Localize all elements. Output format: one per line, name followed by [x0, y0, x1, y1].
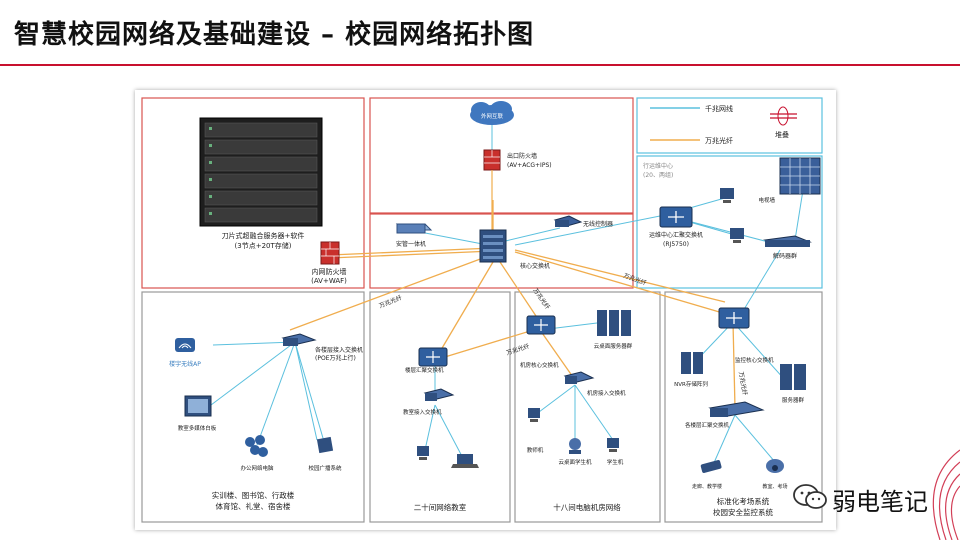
- zone-exam-label: 标准化考场系统: [717, 496, 770, 506]
- legend-fiber-label: 万兆光纤: [705, 136, 733, 145]
- classroom-agg-switch-icon: [418, 347, 448, 367]
- cloud-terminal-icon: [569, 438, 581, 454]
- lab-core-label: 机房核心交换机: [520, 361, 559, 369]
- lab-access-label: 机房接入交换机: [587, 389, 626, 397]
- monitor-access-label: 各楼层汇聚交换机: [685, 421, 730, 429]
- page-title: 智慧校园网络及基础建设 – 校园网络拓扑图: [14, 20, 535, 50]
- wechat-icon: [793, 484, 827, 509]
- ops-center-sublabel: (20、两组): [643, 171, 673, 179]
- office-pc-icon: [245, 435, 268, 457]
- inner-firewall-icon: [320, 241, 340, 265]
- teacher-pc-icon: [528, 408, 540, 422]
- watermark: 弱电笔记: [792, 478, 942, 518]
- legend-gigabit-label: 千兆网线: [705, 104, 733, 113]
- zone-buildings: [141, 291, 365, 523]
- outer-firewall-label: 出口防火墙: [507, 152, 537, 160]
- zone-lab-label: 十八间电脑机房网络: [553, 502, 621, 512]
- zone-exam: [664, 291, 823, 523]
- inner-firewall-label: 内网防火墙: [312, 267, 347, 276]
- office-pc-label: 办公网络电脑: [240, 464, 274, 472]
- server-group-label: 服务器群: [782, 396, 805, 404]
- auth-appliance-icon: [395, 223, 433, 234]
- zone-classroom-label: 二十间网络教室: [414, 502, 467, 512]
- ops-switch-label: 运维中心汇聚交换机: [649, 231, 703, 239]
- cloud-server-icon: [597, 310, 631, 336]
- blade-server-rack: [199, 117, 323, 227]
- student-pc-label: 学生机: [607, 458, 624, 466]
- server-group-icon: [780, 364, 806, 390]
- classroom-laptop-icon: [451, 454, 479, 468]
- wifi-ap-label: 楼宇无线AP: [169, 360, 201, 368]
- wireless-controller-icon: [553, 215, 583, 227]
- decoder-label: 解码器群: [773, 252, 797, 260]
- title-divider: [0, 64, 960, 66]
- cloud-server-label: 云桌面服务器群: [594, 342, 633, 350]
- classroom-access-label: 教室接入交换机: [403, 408, 442, 416]
- poe-switch-icon: [281, 333, 317, 346]
- lab-access-switch-icon: [563, 371, 595, 384]
- lab-core-switch-icon: [526, 315, 556, 335]
- wifi-ap-icon: [175, 338, 195, 352]
- legend-stack-label: 堆叠: [775, 130, 789, 139]
- fiber-tag-lab: 万兆光纤: [531, 287, 551, 311]
- internet-cloud-icon: [470, 101, 514, 125]
- inner-firewall-sublabel: (AV+WAF): [311, 277, 347, 285]
- teacher-pc-label: 教师机: [527, 446, 544, 454]
- zone-ops-center: [636, 155, 823, 289]
- auth-appliance-label: 安管一体机: [396, 240, 426, 248]
- monitor-access-switch-icon: [708, 401, 765, 417]
- fiber-links: [289, 200, 736, 409]
- multimedia-board-icon: [184, 395, 212, 417]
- zone-buildings-label: 实训楼、图书馆、行政楼: [212, 490, 295, 500]
- zone-internet-exit: [369, 97, 634, 214]
- ops-switch-icon: [659, 206, 693, 228]
- student-pc-icon: [607, 438, 619, 452]
- classroom-access-switch-icon: [423, 388, 455, 401]
- zone-buildings-label-2: 体育馆、礼堂、宿舍楼: [216, 501, 291, 511]
- dome-camera-label: 教室、考场: [762, 483, 787, 490]
- zone-classroom: [369, 291, 511, 523]
- blade-server-label: 刀片式超融合服务器+软件: [222, 231, 305, 240]
- video-wall-label: 电视墙: [758, 196, 775, 204]
- outer-firewall-icon: [483, 149, 501, 171]
- monitor-core-switch-icon: [718, 307, 750, 329]
- zone-core: [369, 213, 634, 289]
- monitor-core-label: 监控核心交换机: [735, 356, 774, 364]
- broadcast-icon: [316, 436, 334, 454]
- cloud-terminal-label: 云桌面学生机: [558, 458, 592, 466]
- zone-lab: [514, 291, 661, 523]
- wireless-controller-label: 无线控制器: [583, 220, 613, 228]
- blade-server-sublabel: (3节点+20T存储): [235, 241, 292, 250]
- video-wall-icon: [779, 157, 821, 195]
- legend-stack-icon: [770, 106, 797, 126]
- internet-label: 外网互联: [481, 112, 504, 120]
- broadcast-label: 校园广播系统: [308, 464, 342, 472]
- multimedia-label: 教室多媒体白板: [178, 424, 217, 432]
- camera-label: 走廊、教学楼: [692, 483, 722, 490]
- decoder-icon: [763, 235, 812, 247]
- outer-firewall-sublabel: (AV+ACG+IPS): [507, 162, 552, 169]
- ops-center-label: 行运维中心: [643, 162, 673, 170]
- network-topology-diagram: 千兆网线 万兆光纤 堆叠: [135, 90, 836, 530]
- camera-icon: [700, 459, 722, 473]
- dome-camera-icon: [766, 459, 784, 473]
- poe-switch-label: 各楼层接入交换机: [315, 346, 363, 354]
- zone-data-center: [141, 97, 365, 289]
- classroom-pc-icon: [417, 446, 429, 460]
- ops-workstation-icon: [720, 188, 744, 243]
- zone-legend: [636, 97, 823, 154]
- fiber-tag-classroom: 万兆光纤: [505, 342, 530, 357]
- core-switch-label: 核心交换机: [520, 262, 550, 270]
- poe-switch-sublabel: (POE万兆上行): [315, 354, 356, 362]
- topology-svg: 千兆网线 万兆光纤 堆叠: [141, 97, 823, 523]
- classroom-agg-label: 楼层汇聚交换机: [405, 366, 444, 374]
- zone-exam-label-2: 校园安全监控系统: [713, 507, 773, 517]
- corner-swoosh-decoration: [932, 449, 960, 540]
- core-switch-icon: [479, 229, 507, 263]
- watermark-text: 弱电笔记: [832, 488, 928, 516]
- nvr-icon: [681, 352, 703, 374]
- nvr-label: NVR存储阵列: [674, 380, 708, 388]
- fiber-tag-monitor: 万兆光纤: [737, 371, 749, 396]
- ops-switch-model: (RJ5750): [663, 241, 689, 248]
